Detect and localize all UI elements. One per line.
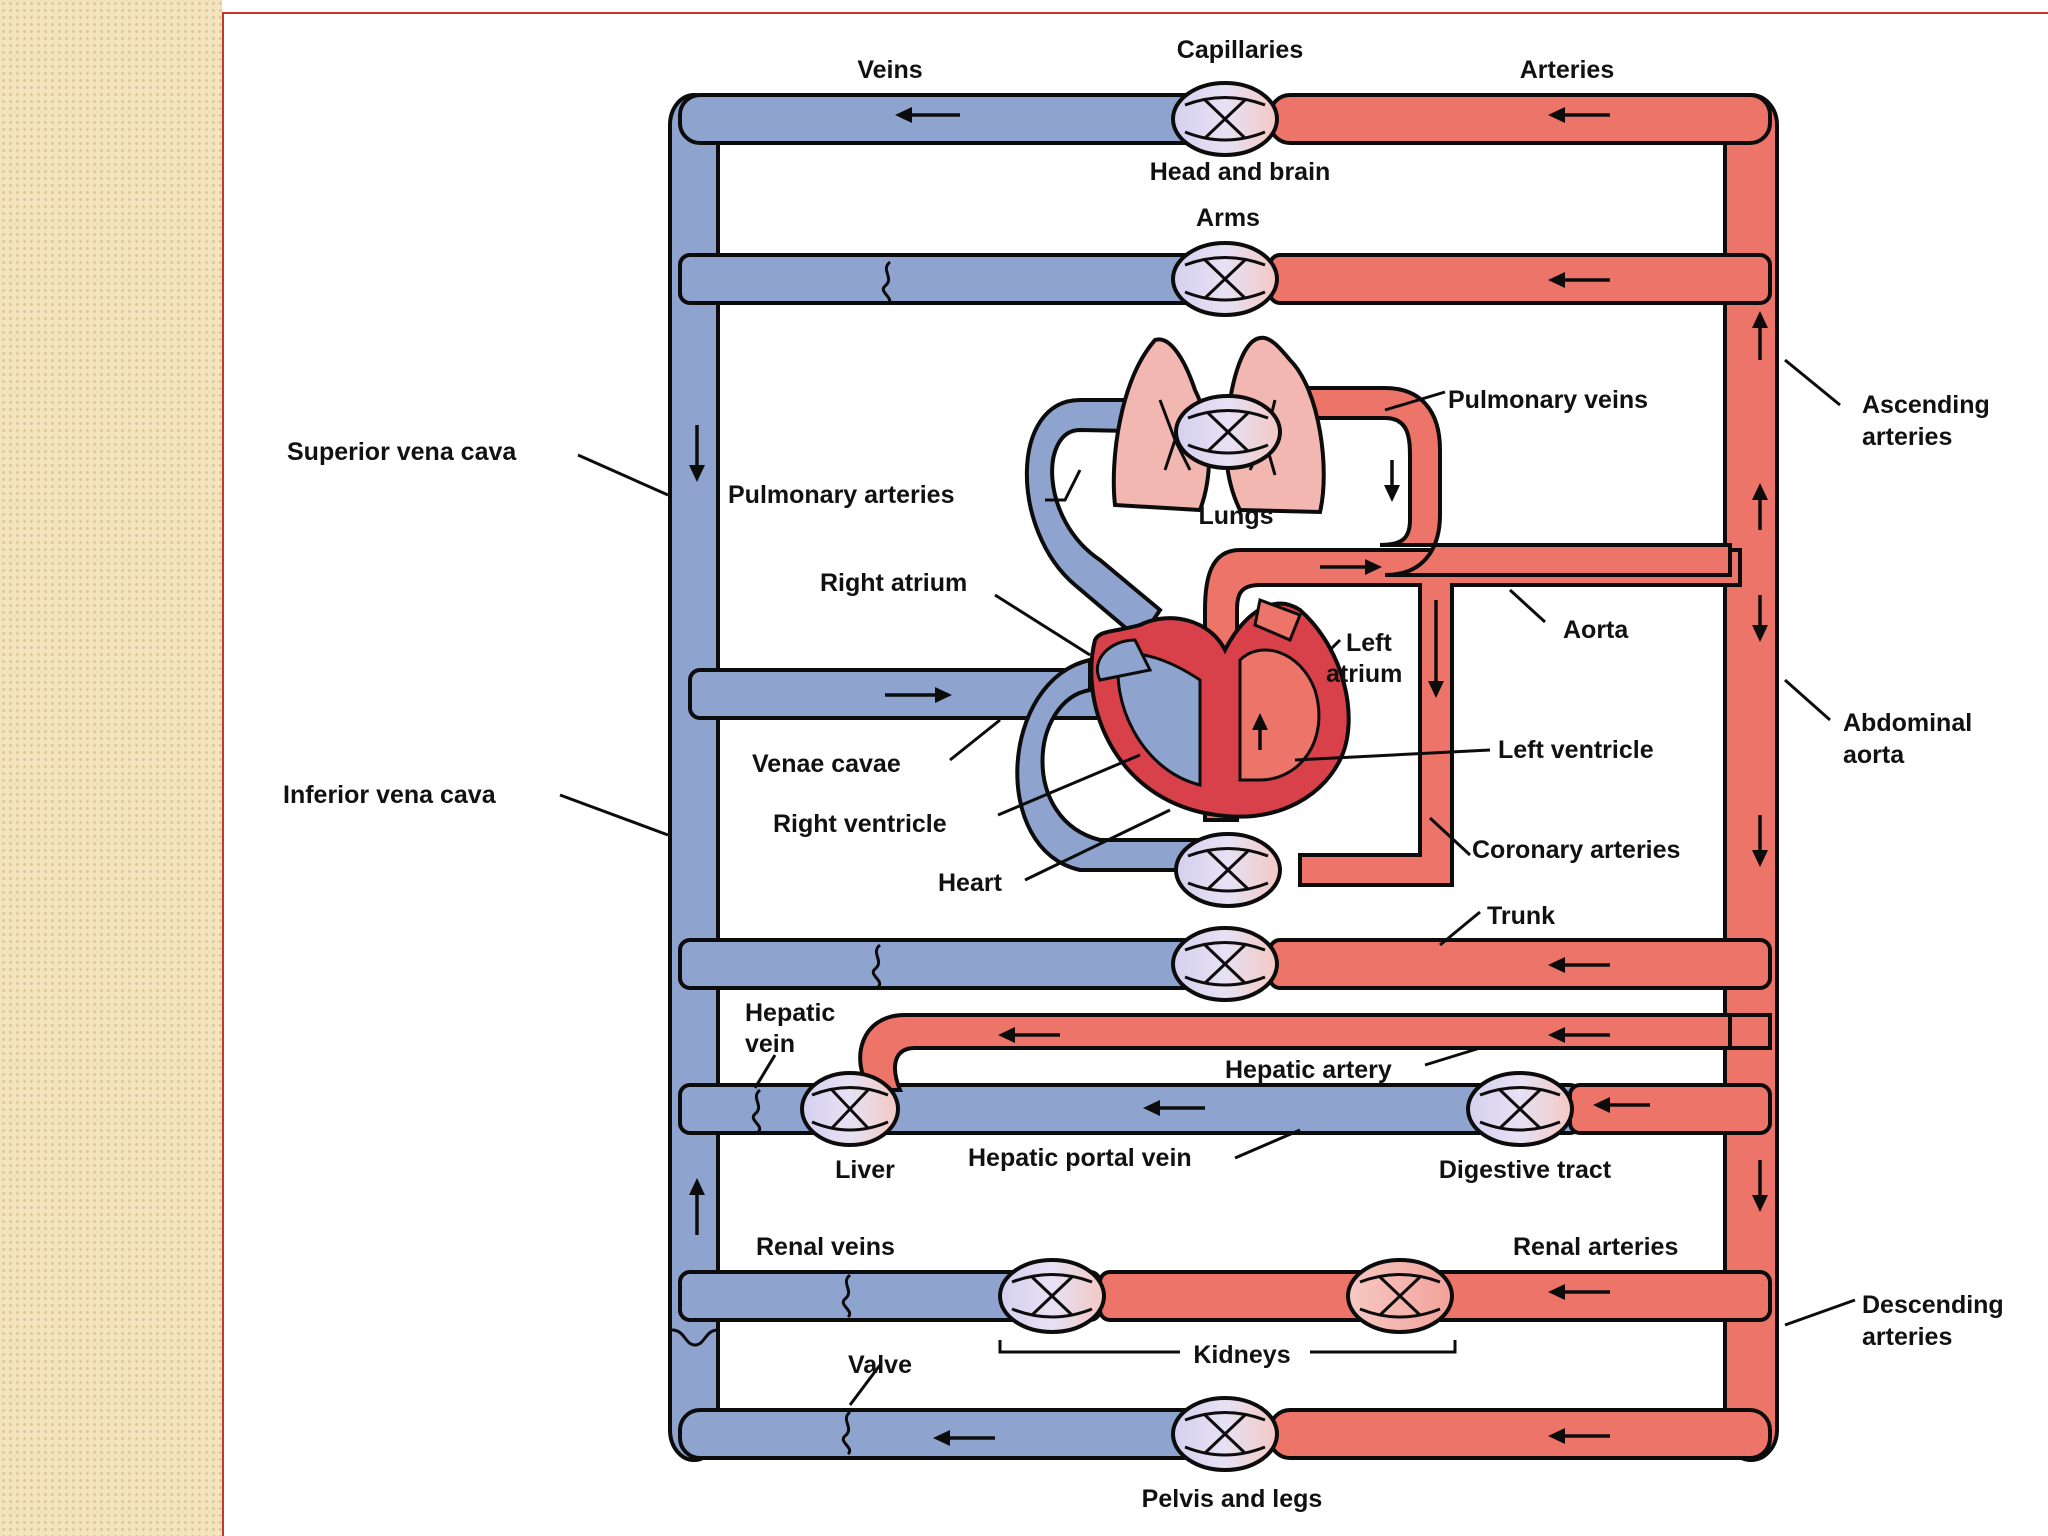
label-liver: Liver bbox=[835, 1156, 895, 1184]
capillary-beds bbox=[800, 81, 1574, 1472]
label-right-ventricle: Right ventricle bbox=[773, 810, 947, 838]
flow-arrows bbox=[689, 107, 1768, 1446]
label-ascending-arteries-2: arteries bbox=[1862, 423, 1952, 451]
aorta-arch bbox=[1203, 548, 1742, 887]
vein-network bbox=[668, 93, 1582, 1462]
capillary-trunk bbox=[1171, 926, 1279, 1002]
capillary-liver bbox=[800, 1071, 900, 1147]
label-ascending-arteries-1: Ascending bbox=[1862, 391, 1990, 419]
label-valve: Valve bbox=[848, 1351, 912, 1379]
decorative-sidebar bbox=[0, 0, 222, 1536]
label-left-atrium-2: atrium bbox=[1326, 660, 1402, 688]
label-arms: Arms bbox=[1196, 204, 1260, 232]
artery-pelvis bbox=[1268, 1408, 1772, 1460]
label-descending-arteries-2: arteries bbox=[1862, 1323, 1952, 1351]
diagram-labels: Capillaries Veins Arteries Head and brai… bbox=[283, 36, 2004, 1513]
capillary-digestive bbox=[1466, 1071, 1574, 1147]
capillary-arms bbox=[1171, 241, 1279, 317]
label-pulmonary-arteries: Pulmonary arteries bbox=[728, 481, 955, 509]
label-hepatic-vein-2: vein bbox=[745, 1030, 795, 1058]
label-abdominal-aorta-2: aorta bbox=[1843, 741, 1905, 769]
label-descending-arteries-1: Descending bbox=[1862, 1291, 2004, 1319]
label-heart: Heart bbox=[938, 869, 1003, 897]
label-renal-arteries: Renal arteries bbox=[1513, 1233, 1678, 1261]
capillary-coronary bbox=[1174, 832, 1282, 908]
artery-trunk bbox=[1268, 938, 1772, 990]
label-trunk: Trunk bbox=[1487, 902, 1555, 930]
capillary-pelvis bbox=[1171, 1396, 1279, 1472]
label-inferior-vena-cava: Inferior vena cava bbox=[283, 781, 497, 809]
label-head-and-brain: Head and brain bbox=[1150, 158, 1331, 186]
label-renal-veins: Renal veins bbox=[756, 1233, 895, 1261]
pulmonary-vein-loop bbox=[1298, 386, 1732, 577]
label-veins: Veins bbox=[857, 56, 922, 84]
heart bbox=[1089, 597, 1351, 819]
artery-digestive bbox=[1568, 1083, 1772, 1135]
label-digestive-tract: Digestive tract bbox=[1439, 1156, 1612, 1184]
capillary-lungs bbox=[1174, 394, 1282, 470]
frame-top-line bbox=[222, 12, 2048, 14]
label-venae-cavae: Venae cavae bbox=[752, 750, 901, 778]
frame-left-line bbox=[222, 12, 224, 1536]
label-left-atrium-1: Left bbox=[1346, 629, 1393, 657]
artery-arms bbox=[1268, 253, 1772, 305]
capillary-kidney-right bbox=[1346, 1258, 1454, 1334]
artery-head bbox=[1268, 93, 1772, 145]
label-abdominal-aorta-1: Abdominal bbox=[1843, 709, 1972, 737]
hepatic-artery-join bbox=[1728, 1013, 1772, 1050]
label-pulmonary-veins: Pulmonary veins bbox=[1448, 386, 1648, 414]
label-kidneys: Kidneys bbox=[1193, 1341, 1290, 1369]
label-arteries: Arteries bbox=[1520, 56, 1615, 84]
label-left-ventricle: Left ventricle bbox=[1498, 736, 1654, 764]
label-hepatic-portal-vein: Hepatic portal vein bbox=[968, 1144, 1192, 1172]
label-aorta: Aorta bbox=[1563, 616, 1629, 644]
label-pelvis-and-legs: Pelvis and legs bbox=[1142, 1485, 1323, 1513]
capillary-kidney-left bbox=[998, 1258, 1106, 1334]
label-superior-vena-cava: Superior vena cava bbox=[287, 438, 517, 466]
label-coronary-arteries: Coronary arteries bbox=[1472, 836, 1680, 864]
label-hepatic-artery: Hepatic artery bbox=[1225, 1056, 1392, 1084]
label-hepatic-vein-1: Hepatic bbox=[745, 999, 835, 1027]
label-right-atrium: Right atrium bbox=[820, 569, 967, 597]
valves bbox=[671, 260, 892, 1456]
label-lungs: Lungs bbox=[1199, 502, 1274, 530]
capillary-head bbox=[1171, 81, 1279, 157]
label-capillaries: Capillaries bbox=[1177, 36, 1303, 64]
leader-lines bbox=[559, 358, 1856, 1406]
